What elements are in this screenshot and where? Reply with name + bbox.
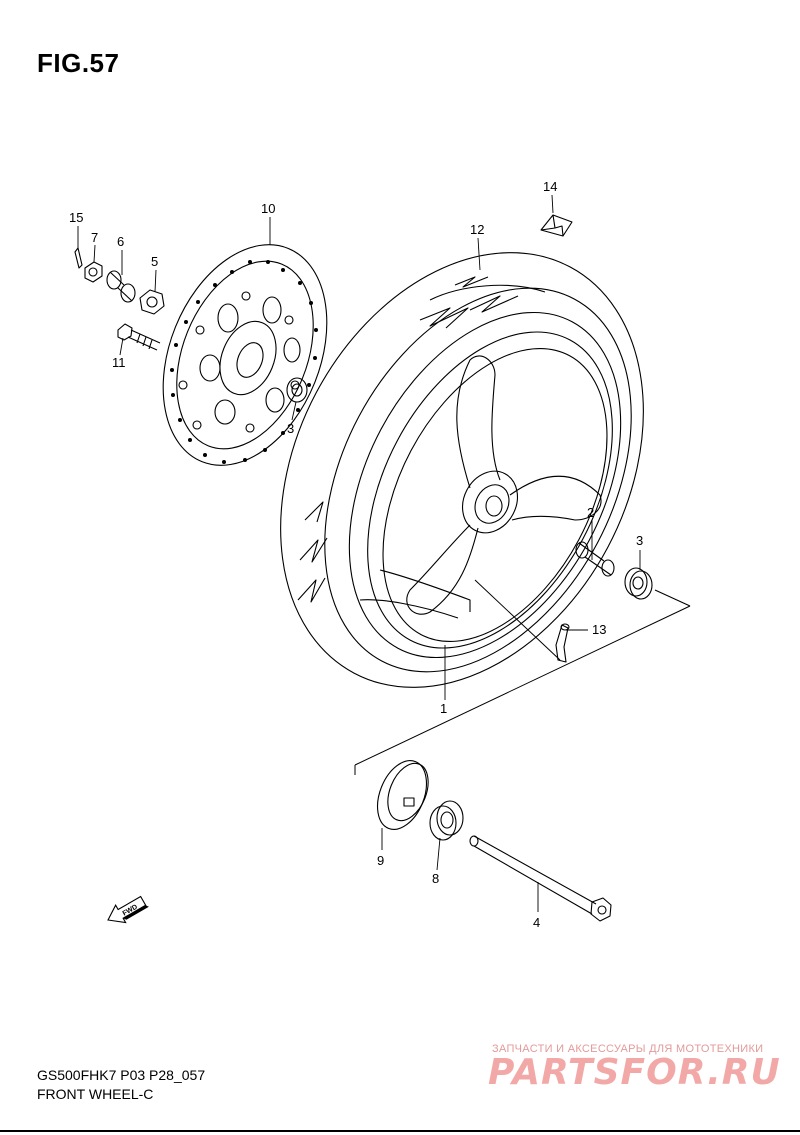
figure-title: FIG.57 <box>37 48 120 78</box>
callout-13: 13 <box>592 622 606 637</box>
watermark-caption: ЗАПЧАСТИ И АКСЕССУАРЫ ДЛЯ МОТОТЕХНИКИ <box>492 1043 764 1055</box>
callout-9: 9 <box>377 853 384 868</box>
nut-5 <box>139 289 165 315</box>
speedometer-gear-box <box>376 760 429 830</box>
watermark-logo: PARTSFOR.RU <box>488 1052 781 1093</box>
callout-4: 4 <box>533 915 540 930</box>
part-group-title: FRONT WHEEL-C <box>37 1086 154 1102</box>
callout-11: 11 <box>112 355 126 370</box>
callout-15: 15 <box>69 210 83 225</box>
callout-3-disc: 3 <box>287 421 294 436</box>
model-code: GS500FHK7 P03 P28_057 <box>37 1067 206 1083</box>
callout-labels: 1 2 3 3 4 5 6 7 8 9 10 11 12 13 14 15 <box>69 179 643 930</box>
fwd-arrow-icon: FWD <box>107 895 149 924</box>
callout-8: 8 <box>432 871 439 886</box>
wheel-spacer <box>575 541 615 577</box>
wheel-bearing <box>624 567 653 600</box>
disc-bolt <box>117 323 161 351</box>
callout-10: 10 <box>261 201 275 216</box>
callout-7: 7 <box>91 230 98 245</box>
front-axle <box>469 835 612 922</box>
callout-12: 12 <box>470 222 484 237</box>
spacer-collar <box>106 270 136 303</box>
leader-lines <box>77 194 641 912</box>
callout-5: 5 <box>151 254 158 269</box>
axle-nut-small <box>84 261 103 283</box>
callout-1: 1 <box>440 701 447 716</box>
callout-2: 2 <box>587 505 594 520</box>
balance-weight-clip <box>540 214 573 237</box>
callout-3-bearing: 3 <box>636 533 643 548</box>
callout-6: 6 <box>117 234 124 249</box>
callout-14: 14 <box>543 179 557 194</box>
front-wheel-tire <box>280 252 644 688</box>
bottom-divider <box>0 1130 800 1132</box>
cotter-pin <box>74 247 83 269</box>
axle-collar <box>429 800 464 841</box>
brake-disc <box>162 244 328 466</box>
assembly-plane-lines <box>354 579 691 775</box>
